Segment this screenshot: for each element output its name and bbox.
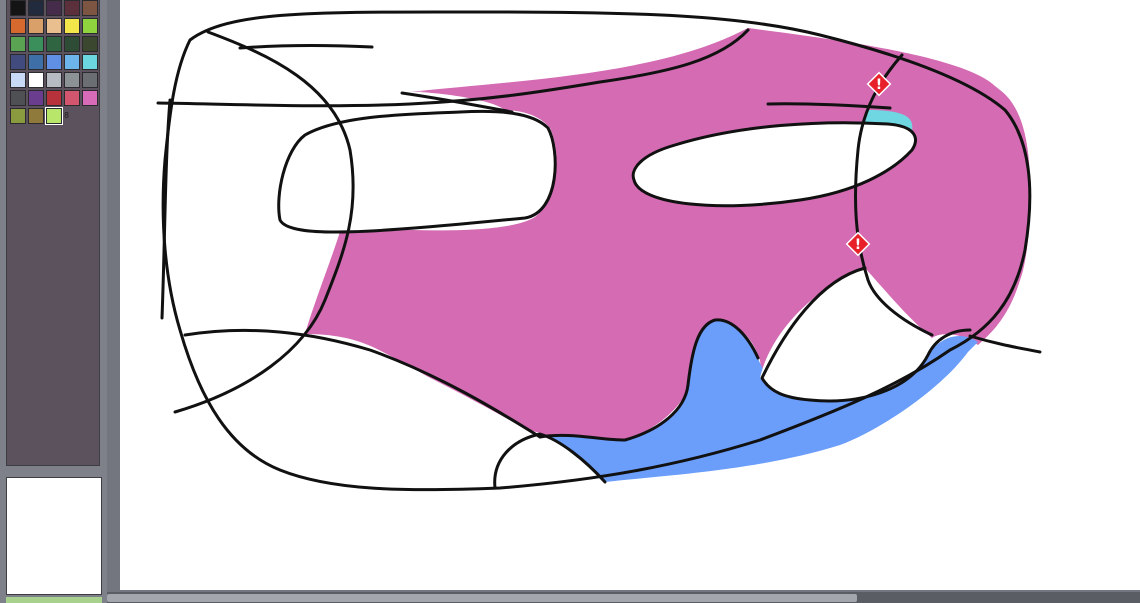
swatch-teal-green[interactable]: [28, 36, 44, 52]
drawing-artwork[interactable]: !!: [120, 0, 1140, 590]
swatch-forest[interactable]: [64, 36, 80, 52]
bottom-hole-outline: [493, 432, 607, 490]
short-top-line-stroke: [238, 44, 374, 50]
swatch-olive[interactable]: [10, 108, 26, 124]
ink-strokes[interactable]: [156, 10, 1042, 492]
center-hole-outline: [631, 121, 917, 208]
upper-left-curve-stroke: [173, 30, 355, 414]
swatch-navy[interactable]: [28, 0, 44, 16]
swatch-brown[interactable]: [82, 0, 98, 16]
left-vertical-stroke: [160, 98, 172, 320]
vertical-cut-stroke: [853, 53, 934, 337]
color-palette-panel: 8: [6, 0, 100, 466]
left-tool-column: 8: [0, 0, 107, 603]
blue-fill-region[interactable]: [540, 319, 978, 482]
left-hole-outline: [277, 109, 557, 234]
active-color-strip: [6, 597, 102, 603]
canvas-frame: !!: [107, 0, 1140, 603]
swatch-sky[interactable]: [64, 54, 80, 70]
swatch-rose[interactable]: [64, 90, 80, 106]
swatch-wine[interactable]: [64, 0, 80, 16]
swatch-yellow[interactable]: [64, 18, 80, 34]
warning-markers: !!: [845, 71, 892, 257]
bottom-hole-shape: [494, 434, 605, 488]
blue-region-top-stroke: [538, 318, 760, 442]
swatch-light-lime[interactable]: [45, 107, 63, 125]
right-tail-stroke: [968, 334, 1042, 354]
center-hole-top-line: [766, 102, 892, 110]
lower-right-hole-outline: [760, 266, 972, 403]
swatch-khaki[interactable]: [28, 108, 44, 124]
swatch-dark-green[interactable]: [46, 36, 62, 52]
warning-icon: !: [866, 71, 892, 97]
drawing-canvas[interactable]: !!: [120, 0, 1140, 590]
swatch-light-gray[interactable]: [46, 72, 62, 88]
swatch-blue[interactable]: [46, 54, 62, 70]
left-hole-top-line: [400, 91, 514, 114]
lower-right-hole-shape: [760, 268, 932, 401]
color-preview-panel: [6, 477, 102, 595]
horizontal-upper-stroke: [156, 28, 750, 108]
swatch-dark-gray[interactable]: [82, 72, 98, 88]
warning-icon: !: [845, 231, 871, 257]
swatch-steel-blue[interactable]: [28, 54, 44, 70]
swatch-cyan[interactable]: [82, 54, 98, 70]
horizontal-scrollbar[interactable]: [107, 592, 1140, 603]
swatch-orange[interactable]: [10, 18, 26, 34]
swatch-black[interactable]: [10, 0, 26, 16]
swatch-peach[interactable]: [46, 18, 62, 34]
svg-text:!: !: [876, 77, 882, 93]
lower-left-region-stroke: [183, 328, 542, 439]
swatch-purple[interactable]: [28, 90, 44, 106]
svg-text:!: !: [855, 237, 861, 253]
selected-swatch-marker: 8: [64, 111, 70, 120]
swatch-olive-dark[interactable]: [82, 36, 98, 52]
swatch-magenta[interactable]: [82, 90, 98, 106]
swatch-lime[interactable]: [82, 18, 98, 34]
swatch-white[interactable]: [28, 72, 44, 88]
swatch-ice[interactable]: [10, 72, 26, 88]
swatch-green[interactable]: [10, 36, 26, 52]
outer-contour-stroke: [161, 10, 1032, 492]
swatch-red[interactable]: [46, 90, 62, 106]
swatch-plum[interactable]: [46, 0, 62, 16]
swatch-tan[interactable]: [28, 18, 44, 34]
swatch-gray[interactable]: [64, 72, 80, 88]
swatch-charcoal[interactable]: [10, 90, 26, 106]
center-hole-shape: [633, 122, 916, 206]
swatch-slate-blue[interactable]: [10, 54, 26, 70]
horizontal-scroll-thumb[interactable]: [107, 594, 857, 602]
